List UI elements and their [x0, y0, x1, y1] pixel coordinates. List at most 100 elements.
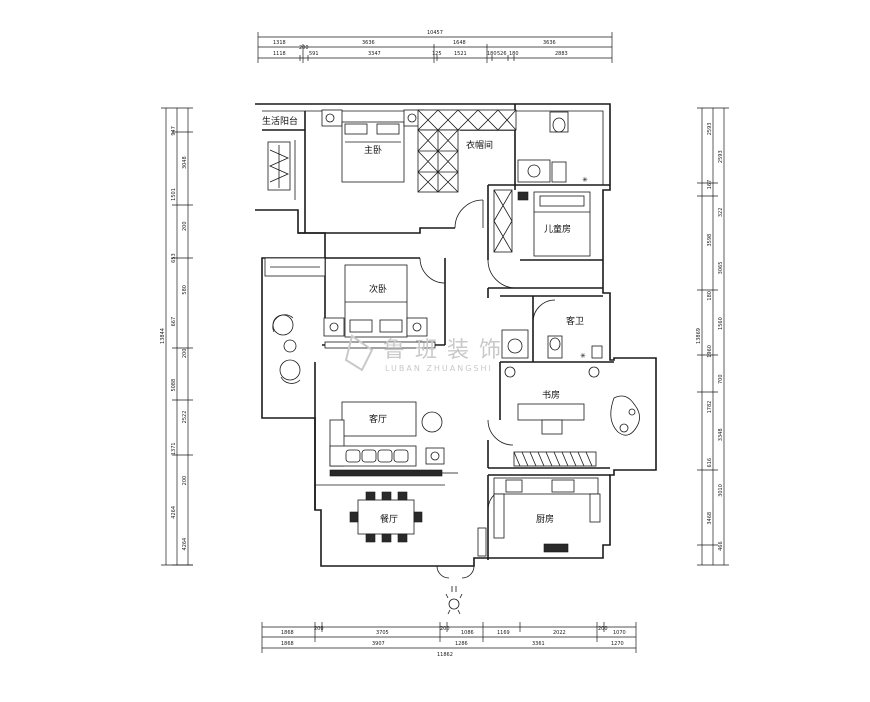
door-arc: [419, 257, 446, 284]
dim-label: 3636: [543, 40, 556, 46]
room-label-closet: 衣帽间: [466, 139, 493, 151]
dim-label: 1371: [171, 442, 177, 455]
room-label-second: 次卧: [369, 283, 387, 295]
watermark-pinyin: LUBAN ZHUANGSHI: [385, 364, 493, 373]
bottom-dimension-lines: 1868 200 3705 200 1086 1169 2022 200 107…: [261, 622, 637, 658]
dim-bottom-total: 11862: [437, 652, 453, 658]
entrance-figure-icon: [445, 586, 463, 615]
dim-label: 4264: [171, 506, 177, 519]
door-arc: [487, 419, 514, 446]
dim-label: 1070: [613, 630, 626, 636]
door-arc: [487, 259, 517, 289]
dim-label: 1868: [281, 630, 294, 636]
dim-label: 200: [182, 221, 188, 231]
dim-label: 1086: [461, 630, 474, 636]
dim-label: 1318: [273, 40, 286, 46]
entry-door-arc: [436, 565, 450, 579]
door-arc: [454, 199, 484, 229]
second-bedroom-furniture: [264, 257, 436, 349]
dim-label: 167: [707, 180, 713, 190]
dim-label: 3361: [532, 641, 545, 647]
dim-label: 1868: [281, 641, 294, 647]
dim-label: 2883: [555, 51, 568, 57]
dim-label: 3705: [376, 630, 389, 636]
dim-label: 653: [171, 253, 177, 263]
dim-label: 1960: [707, 345, 713, 358]
dim-label: 3348: [718, 428, 724, 441]
dim-label: 667: [171, 317, 177, 327]
dim-total: 13844: [160, 328, 166, 344]
watermark: 鲁班装饰 LUBAN ZHUANGSHI: [344, 334, 511, 373]
room-label-kitchen: 厨房: [536, 513, 554, 525]
dim-total: 13869: [696, 328, 702, 344]
dim-label: 1169: [497, 630, 510, 636]
right-dimension-lines: 2593259316732235983065180156019607001782…: [696, 107, 729, 566]
room-label-balcony: 生活阳台: [262, 115, 298, 127]
dim-label: 2022: [553, 630, 566, 636]
dim-label: 466: [718, 541, 724, 551]
dim-label: 1560: [718, 317, 724, 330]
dim-label: 3065: [718, 262, 724, 275]
dim-label: 3010: [718, 484, 724, 497]
dim-label: 4264: [182, 538, 188, 551]
dim-label: 616: [707, 458, 713, 468]
room-label-dining: 餐厅: [380, 513, 398, 525]
bay-lounge-chairs: [272, 314, 301, 384]
dim-label: 322: [718, 208, 724, 218]
dim-label: 1270: [611, 641, 624, 647]
dim-top-total: 10457: [427, 30, 443, 36]
room-labels: 生活阳台 主卧 衣帽间 儿童房 次卧 客卫 客厅 书房 餐厅 厨房: [262, 115, 584, 525]
guest-bath-fixtures: ✳: [501, 329, 603, 360]
dim-label: 2522: [182, 411, 188, 424]
dim-label: 5088: [171, 379, 177, 392]
dim-label: 591: [309, 51, 319, 57]
room-label-living: 客厅: [369, 413, 387, 425]
room-label-kids: 儿童房: [544, 223, 571, 235]
dim-label: 1521: [454, 51, 467, 57]
svg-text:✳: ✳: [580, 352, 586, 360]
master-bath-fixtures: ✳: [517, 111, 588, 184]
entry-door-arc: [461, 565, 475, 579]
study-furniture: [504, 366, 640, 467]
balcony-area: [267, 140, 296, 200]
dim-label: 947: [171, 126, 177, 136]
dim-label: 3598: [707, 234, 713, 247]
dim-label: 1501: [171, 188, 177, 201]
right-dim-labels: 2593259316732235983065180156019607001782…: [696, 123, 724, 551]
dim-label: 200: [440, 626, 450, 632]
dim-label: 1118: [273, 51, 286, 57]
dim-label: 580: [182, 285, 188, 295]
dim-label: 180: [487, 51, 497, 57]
dim-label: 2593: [707, 123, 713, 136]
door-arc: [532, 299, 556, 323]
dining-furniture: [349, 491, 423, 543]
room-label-guest-bath: 客卫: [566, 315, 584, 327]
dim-label: 1648: [453, 40, 466, 46]
kitchen-furniture: [477, 477, 601, 557]
room-label-master: 主卧: [364, 144, 382, 156]
left-dimension-lines: 9473048150120065358066720050882522137120…: [160, 107, 193, 566]
room-label-study: 书房: [542, 389, 560, 401]
doors: [419, 199, 556, 579]
dim-label: 700: [718, 374, 724, 384]
top-dimension-lines: 10457 1318 3636 1648 3636 1118 200 591 3…: [257, 30, 613, 63]
dim-label: 125: [432, 51, 442, 57]
dim-label: 1782: [707, 401, 713, 414]
dim-label: 3347: [368, 51, 381, 57]
dim-label: 1286: [455, 641, 468, 647]
dim-label: 3048: [182, 156, 188, 169]
dim-label: 2593: [718, 150, 724, 163]
watermark-logo-icon: [344, 334, 374, 372]
dim-label: 200: [182, 349, 188, 359]
dim-label: 3907: [372, 641, 385, 647]
dim-label: 200: [598, 626, 608, 632]
watermark-brand: 鲁班装饰: [383, 338, 511, 363]
dim-label: 3468: [707, 512, 713, 525]
kids-room-furniture: [493, 189, 591, 257]
dim-label: 200: [314, 626, 324, 632]
dim-label: 526: [497, 51, 507, 57]
svg-text:✳: ✳: [582, 176, 588, 184]
dim-label: 3636: [362, 40, 375, 46]
closet-wardrobe: [417, 109, 517, 193]
